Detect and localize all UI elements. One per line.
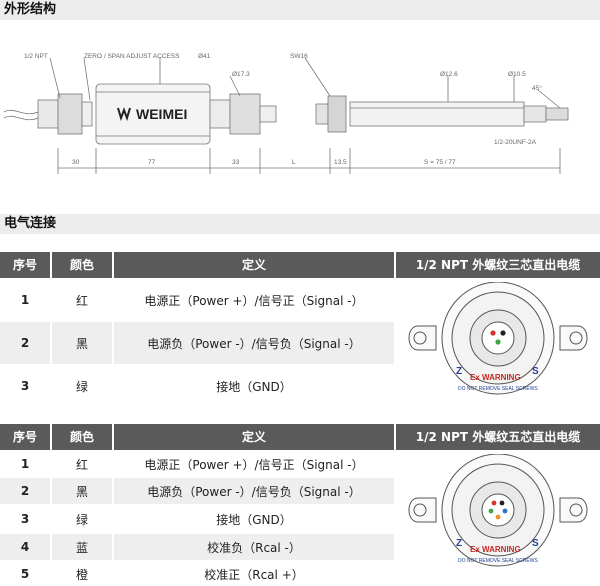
badge-s-label: S — [532, 538, 539, 549]
dim-s: S = 75 / 77 — [424, 159, 456, 166]
label-npt: 1/2 NPT — [24, 53, 48, 60]
cell-color: 绿 — [75, 512, 88, 527]
section-title-electrical: 电气连接 — [0, 214, 600, 234]
label-d41: Ø41 — [198, 53, 211, 60]
header-color: 颜色 — [52, 424, 112, 450]
cell-color: 绿 — [75, 379, 88, 394]
header-no: 序号 — [0, 252, 50, 278]
badge-sub: DO NOT REMOVE SEAL SCREWS — [458, 558, 538, 564]
table-row: 1 红 电源正（Power +）/信号正（Signal -） — [0, 282, 394, 318]
cell-definition: 接地（GND） — [216, 512, 292, 527]
label-zero-span: ZERO / SPAN ADJUST ACCESS — [84, 53, 180, 60]
cell-definition: 电源负（Power -）/信号负（Signal -） — [114, 322, 394, 364]
cell-definition: 接地（GND） — [216, 379, 292, 394]
connector-5-core-icon: Z S Ex WARNING DO NOT REMOVE SEAL SCREWS — [408, 454, 588, 567]
header-cable-type: 1/2 NPT 外螺纹三芯直出电缆 — [396, 252, 600, 278]
cell-no: 5 — [20, 567, 30, 581]
header-color: 颜色 — [52, 252, 112, 278]
dim-33: 33 — [232, 159, 240, 166]
table-row: 1 红 电源正（Power +）/信号正（Signal -） — [0, 452, 394, 476]
cell-color: 红 — [75, 457, 88, 472]
badge-s-label: S — [532, 366, 539, 377]
table-row: 2 黑 电源负（Power -）/信号负（Signal -） — [0, 478, 394, 504]
header-definition: 定义 — [114, 424, 394, 450]
dimension-drawing: WEIMEI 1/2 NPT ZERO / SPAN ADJUST ACCESS… — [3, 53, 569, 174]
connector-3-core-icon: Z S Ex WARNING DO NOT REMOVE SEAL SCREWS — [408, 282, 588, 395]
table-header: 序号 颜色 定义 1/2 NPT 外螺纹三芯直出电缆 — [0, 252, 600, 278]
cell-no: 2 — [0, 478, 50, 504]
dim-30: 30 — [72, 159, 80, 166]
table-row: 5 橙 校准正（Rcal +） — [0, 562, 394, 586]
cell-no: 4 — [0, 534, 50, 560]
badge-z-label: Z — [456, 538, 462, 549]
cell-color: 蓝 — [52, 534, 112, 560]
svg-text:WEIMEI: WEIMEI — [136, 106, 187, 122]
cell-no: 1 — [20, 457, 30, 471]
table-row: 3 绿 接地（GND） — [0, 506, 394, 532]
header-cable-type: 1/2 NPT 外螺纹五芯直出电缆 — [396, 424, 600, 450]
badge-warning: Ex WARNING — [470, 545, 521, 554]
dim-135: 13.5 — [334, 159, 347, 166]
cell-color: 红 — [75, 293, 88, 308]
cell-definition: 电源正（Power +）/信号正（Signal -） — [144, 457, 364, 472]
cell-no: 1 — [20, 293, 30, 307]
section-title-structure: 外形结构 — [0, 0, 600, 20]
dim-77: 77 — [148, 159, 156, 166]
wire-dot — [500, 330, 506, 336]
wire-dot — [502, 508, 508, 514]
wire-dot — [495, 339, 501, 345]
cell-definition: 校准负（Rcal -） — [114, 534, 394, 560]
weimei-logo: WEIMEI — [117, 106, 187, 122]
wire-dot — [491, 500, 497, 506]
header-no: 序号 — [0, 424, 50, 450]
cell-color: 黑 — [52, 478, 112, 504]
cell-no: 3 — [20, 512, 30, 526]
table-row: 3 绿 接地（GND） — [0, 368, 394, 404]
badge-warning: Ex WARNING — [470, 373, 521, 382]
dim-l: L — [292, 159, 296, 166]
wire-dot — [490, 330, 496, 336]
label-d126: Ø12.6 — [440, 71, 458, 78]
table-row: 2 黑 电源负（Power -）/信号负（Signal -） — [0, 322, 394, 364]
cell-definition: 电源负（Power -）/信号负（Signal -） — [114, 478, 394, 504]
cell-color: 黑 — [52, 322, 112, 364]
cell-no: 3 — [20, 379, 30, 393]
label-thread: 1/2-20UNF-2A — [494, 139, 537, 146]
badge-sub: DO NOT REMOVE SEAL SCREWS — [458, 386, 538, 392]
wire-dot — [495, 514, 501, 520]
badge-z-label: Z — [456, 366, 462, 377]
cell-definition: 校准正（Rcal +） — [204, 567, 304, 582]
header-definition: 定义 — [114, 252, 394, 278]
label-d105: Ø10.5 — [508, 71, 526, 78]
table-header: 序号 颜色 定义 1/2 NPT 外螺纹五芯直出电缆 — [0, 424, 600, 450]
label-angle: 45° — [532, 84, 542, 92]
label-sw16: SW16 — [290, 53, 308, 60]
wire-dot — [499, 500, 505, 506]
table-row: 4 蓝 校准负（Rcal -） — [0, 534, 394, 560]
cell-no: 2 — [0, 322, 50, 364]
cell-color: 橙 — [75, 567, 88, 582]
cell-definition: 电源正（Power +）/信号正（Signal -） — [144, 293, 364, 308]
label-d173: Ø17.3 — [232, 71, 250, 78]
wire-dot — [488, 508, 494, 514]
